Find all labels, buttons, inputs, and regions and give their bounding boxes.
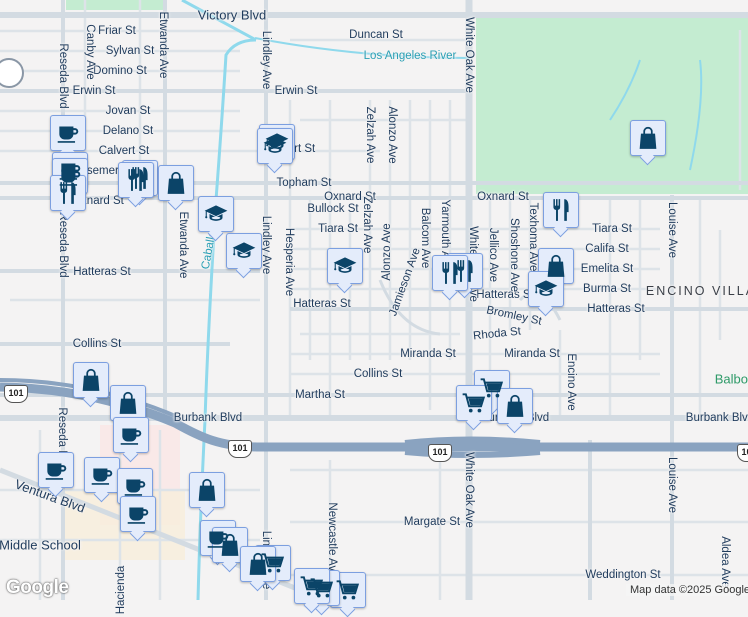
shopping-bag-icon xyxy=(163,170,189,196)
cart-marker[interactable] xyxy=(456,385,492,421)
school-poi-icon[interactable] xyxy=(0,58,24,88)
coffee-icon xyxy=(89,462,115,488)
shopping-marker[interactable] xyxy=(158,165,194,201)
grocery-cart-icon xyxy=(461,390,487,416)
school-icon xyxy=(332,253,358,279)
school-icon xyxy=(262,133,288,159)
shopping-marker[interactable] xyxy=(630,120,666,156)
coffee-marker[interactable] xyxy=(50,115,86,151)
school-icon xyxy=(231,238,257,264)
cart-marker[interactable] xyxy=(330,572,366,608)
coffee-marker[interactable] xyxy=(84,457,120,493)
coffee-icon xyxy=(125,501,151,527)
school-icon xyxy=(533,276,559,302)
shopping-bag-icon xyxy=(245,551,271,577)
cart-marker[interactable] xyxy=(294,568,330,604)
shopping-marker[interactable] xyxy=(240,546,276,582)
restaurant-icon xyxy=(437,260,463,286)
park-area xyxy=(66,0,164,10)
restaurant-icon xyxy=(55,180,81,206)
shopping-marker[interactable] xyxy=(212,527,248,563)
restaurant-marker[interactable] xyxy=(118,162,154,198)
highway-101-shield: 101 xyxy=(228,440,252,458)
shopping-marker[interactable] xyxy=(497,388,533,424)
restaurant-marker[interactable] xyxy=(447,253,483,289)
highway-101-shield: 101 xyxy=(4,385,28,403)
coffee-marker[interactable] xyxy=(113,417,149,453)
shopping-bag-icon xyxy=(502,393,528,419)
shopping-marker[interactable] xyxy=(110,385,146,421)
school-marker[interactable] xyxy=(257,128,293,164)
coffee-icon xyxy=(43,457,69,483)
shopping-marker[interactable] xyxy=(538,248,574,284)
coffee-marker[interactable] xyxy=(120,496,156,532)
grocery-cart-icon xyxy=(335,577,361,603)
shopping-marker[interactable] xyxy=(189,472,225,508)
shopping-bag-icon xyxy=(635,125,661,151)
restaurant-marker[interactable] xyxy=(543,192,579,228)
restaurant-icon xyxy=(548,197,574,223)
shopping-bag-icon xyxy=(115,390,141,416)
shopping-marker[interactable] xyxy=(73,362,109,398)
school-icon xyxy=(203,201,229,227)
school-marker[interactable] xyxy=(226,233,262,269)
coffee-marker[interactable] xyxy=(38,452,74,488)
coffee-icon xyxy=(55,120,81,146)
coffee-marker[interactable] xyxy=(52,158,88,194)
school-marker[interactable] xyxy=(528,271,564,307)
highway-101-shield: 101 xyxy=(737,444,748,462)
coffee-icon xyxy=(118,422,144,448)
map-canvas[interactable] xyxy=(0,0,748,600)
restaurant-icon xyxy=(123,167,149,193)
park-area xyxy=(476,18,748,194)
shopping-bag-icon xyxy=(194,477,220,503)
coffee-icon xyxy=(122,473,148,499)
restaurant-marker[interactable] xyxy=(432,255,468,291)
shopping-bag-icon xyxy=(217,532,243,558)
school-marker[interactable] xyxy=(327,248,363,284)
coffee-marker[interactable] xyxy=(117,468,153,504)
highway-101-shield: 101 xyxy=(428,444,452,462)
grocery-cart-icon xyxy=(299,573,325,599)
google-logo: Google xyxy=(6,577,69,598)
school-marker[interactable] xyxy=(198,196,234,232)
shopping-bag-icon xyxy=(78,367,104,393)
restaurant-marker[interactable] xyxy=(50,175,86,211)
